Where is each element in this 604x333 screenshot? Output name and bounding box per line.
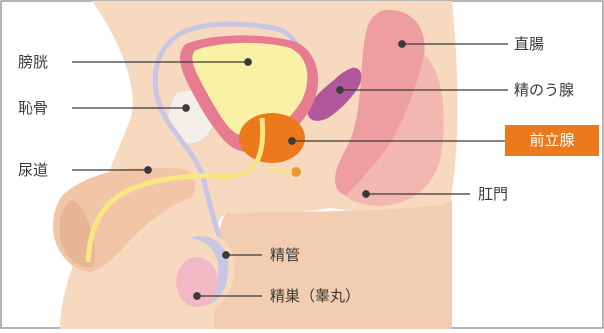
label-urethra: 尿道 bbox=[18, 161, 48, 179]
label-prostate: 前立腺 bbox=[505, 125, 599, 156]
label-testis: 精巣（睾丸） bbox=[270, 287, 360, 305]
label-anus: 肛門 bbox=[478, 185, 508, 203]
label-bladder: 膀胱 bbox=[18, 53, 48, 71]
thigh-shape bbox=[214, 200, 452, 329]
label-seminal-vesicle: 精のう腺 bbox=[514, 81, 574, 99]
prostate-shape bbox=[239, 113, 305, 163]
label-pubic-bone: 恥骨 bbox=[18, 99, 48, 117]
label-rectum: 直腸 bbox=[514, 35, 544, 53]
label-vas-deferens: 精管 bbox=[270, 246, 300, 264]
bulbourethral-gland bbox=[291, 167, 301, 177]
